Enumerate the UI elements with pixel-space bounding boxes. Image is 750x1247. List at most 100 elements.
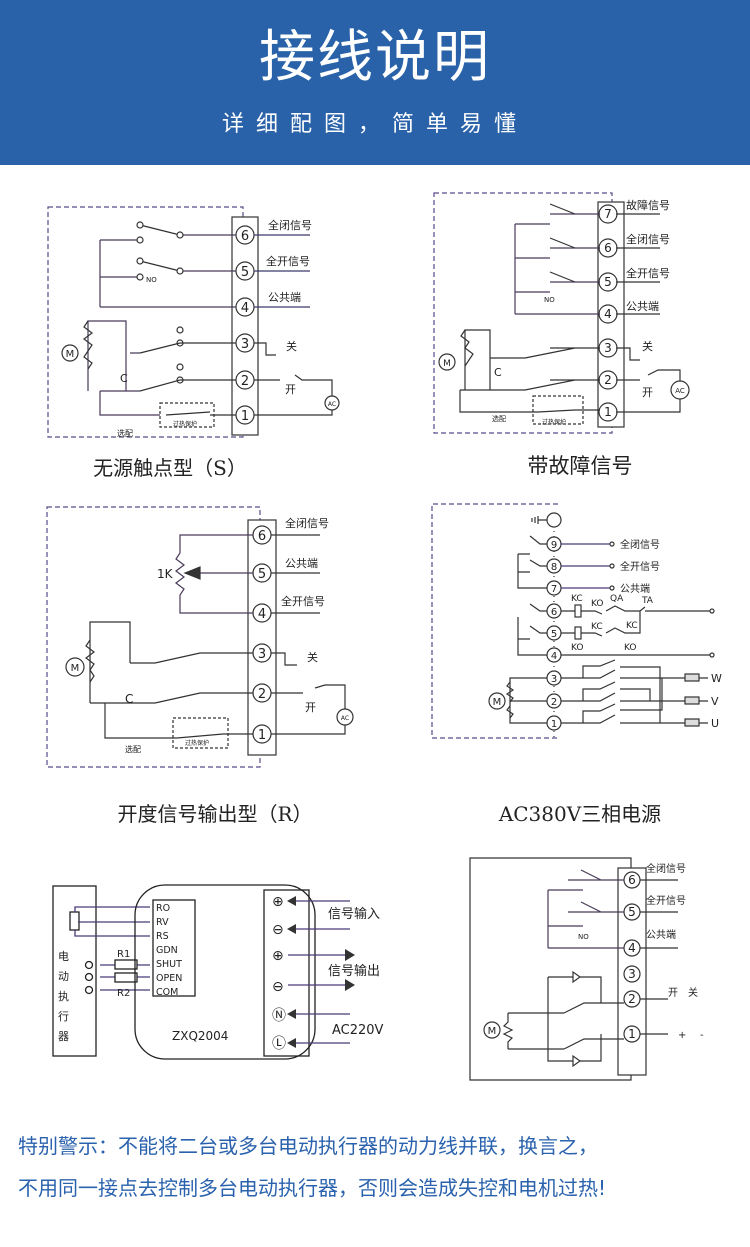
label-close: 关 bbox=[307, 650, 318, 664]
terminal-6: 6 bbox=[628, 873, 636, 887]
terminal-1: 1 bbox=[551, 719, 557, 730]
caption-position-output: 开度信号输出型（R） bbox=[117, 802, 313, 826]
capacitor-label: C bbox=[120, 372, 128, 385]
label-full-open: 全开信号 bbox=[266, 254, 310, 268]
terminal-6: 6 bbox=[241, 229, 249, 244]
warning-line-1: 特别警示：不能将二台或多台电动执行器的动力线并联，换言之， bbox=[18, 1134, 598, 1158]
page-title: 接线说明 bbox=[259, 25, 491, 90]
label-minus: - bbox=[700, 1030, 704, 1041]
terminal-4: 4 bbox=[628, 941, 636, 955]
motor-label: M bbox=[71, 663, 80, 674]
label-close: 关 bbox=[642, 339, 653, 353]
label-full-close: 全闭信号 bbox=[620, 538, 660, 551]
label-plus: + bbox=[678, 1030, 686, 1041]
terminal-3: 3 bbox=[628, 967, 636, 981]
label-no: NO bbox=[544, 296, 555, 304]
actuator-box bbox=[52, 885, 97, 1057]
overheat-label: 过热保护 bbox=[173, 420, 197, 428]
terminal-2: 2 bbox=[628, 992, 636, 1006]
motor-label: M bbox=[488, 1026, 497, 1037]
terminal-7: 7 bbox=[551, 584, 557, 595]
caption-fault-signal: 带故障信号 bbox=[527, 454, 633, 478]
terminal-1: 1 bbox=[258, 728, 266, 743]
terminal-l: Ⓛ bbox=[272, 1036, 286, 1052]
diagram-passive-contact: 6 5 4 3 2 1 M C 过热保护 选配 AC 全闭信号 全开信号 公共端… bbox=[47, 206, 340, 438]
ac-label: AC bbox=[341, 715, 349, 722]
terminal-2: 2 bbox=[604, 373, 612, 387]
terminal-5: 5 bbox=[551, 629, 557, 640]
warning-notice: 特别警示：不能将二台或多台电动执行器的动力线并联，换言之， 不用同一接点去控制多… bbox=[18, 1125, 748, 1209]
terminal-3: 3 bbox=[258, 647, 266, 662]
actuator-char-5: 器 bbox=[58, 1030, 69, 1043]
label-signal-in: 信号输入 bbox=[328, 906, 380, 922]
pin-rs: RS bbox=[156, 931, 169, 942]
terminal-1: 1 bbox=[628, 1027, 636, 1041]
pin-ro: RO bbox=[156, 903, 170, 914]
ac-label: AC bbox=[675, 387, 685, 395]
terminal-9: 9 bbox=[551, 540, 557, 551]
label-full-open: 全开信号 bbox=[646, 894, 686, 907]
terminal-signal-out-plus: ⊕ bbox=[272, 948, 284, 964]
overheat-label: 过热保护 bbox=[185, 739, 209, 747]
label-no: NO bbox=[146, 276, 157, 284]
label-qa: QA bbox=[610, 594, 624, 604]
label-signal-out: 信号输出 bbox=[328, 963, 380, 979]
motor-label: M bbox=[443, 359, 451, 369]
label-common: 公共端 bbox=[268, 291, 301, 304]
pin-rv: RV bbox=[156, 917, 169, 928]
caption-three-phase: AC380V三相电源 bbox=[498, 802, 662, 826]
terminal-2: 2 bbox=[241, 374, 249, 389]
optional-label: 选配 bbox=[492, 414, 506, 423]
label-open: 开 bbox=[642, 386, 653, 399]
label-r1: R1 bbox=[117, 949, 130, 960]
enclosure-border bbox=[47, 206, 244, 438]
label-kc-1: KC bbox=[571, 594, 583, 604]
label-ac220v: AC220V bbox=[332, 1023, 384, 1038]
pin-open: OPEN bbox=[156, 973, 182, 984]
page-subtitle: 详细配图，简单易懂 bbox=[221, 112, 528, 137]
label-full-open: 全开信号 bbox=[626, 266, 670, 280]
overheat-label: 过热保护 bbox=[542, 418, 566, 426]
terminal-5: 5 bbox=[258, 567, 266, 582]
label-kc-2: KC bbox=[591, 622, 603, 632]
actuator-char-2: 动 bbox=[58, 970, 69, 983]
label-full-close: 全闭信号 bbox=[646, 862, 686, 875]
label-kc-3: KC bbox=[626, 621, 638, 631]
label-ko-1: KO bbox=[591, 599, 604, 609]
controller-body bbox=[134, 884, 316, 1060]
pin-com: COM bbox=[156, 987, 178, 998]
terminal-5: 5 bbox=[604, 275, 612, 289]
terminal-4: 4 bbox=[258, 607, 266, 622]
label-close: 关 bbox=[286, 339, 297, 353]
terminal-3: 3 bbox=[604, 341, 612, 355]
terminal-strip bbox=[231, 216, 259, 436]
diagram-position-output: 6 5 4 3 2 1 1K M C 过热保护 选配 AC 全闭信号 公共端 全… bbox=[46, 506, 354, 768]
terminal-7: 7 bbox=[604, 207, 612, 221]
label-r2: R2 bbox=[117, 988, 130, 999]
controller-model: ZXQ2004 bbox=[172, 1029, 228, 1043]
terminal-n: Ⓝ bbox=[272, 1008, 286, 1024]
terminal-6: 6 bbox=[604, 241, 612, 255]
motor-label: M bbox=[66, 349, 75, 360]
terminal-2: 2 bbox=[551, 697, 557, 708]
diagram-three-phase: 9 8 7 6 5 4 3 2 1 KC KO QA TA KC KC KO K… bbox=[431, 503, 722, 739]
label-full-open: 全开信号 bbox=[620, 560, 660, 573]
actuator-char-4: 行 bbox=[58, 1010, 69, 1023]
label-common: 公共端 bbox=[620, 582, 650, 595]
motor-label: M bbox=[493, 697, 502, 708]
terminal-5: 5 bbox=[241, 265, 249, 280]
label-open-close: 开 关 bbox=[668, 986, 698, 999]
label-ko-2: KO bbox=[571, 643, 584, 653]
diagram-fault-signal: 7 6 5 4 3 2 1 M C 过热保护 选配 AC 故障信号 全闭信号 全… bbox=[433, 192, 690, 434]
label-common: 公共端 bbox=[646, 928, 676, 941]
terminal-5: 5 bbox=[628, 905, 636, 919]
terminal-6: 6 bbox=[551, 607, 557, 618]
label-ta: TA bbox=[641, 596, 654, 606]
label-1k: 1K bbox=[157, 567, 174, 581]
optional-label: 选配 bbox=[117, 428, 133, 438]
capacitor-label: C bbox=[125, 692, 133, 706]
label-common: 公共端 bbox=[285, 557, 318, 570]
optional-label: 选配 bbox=[125, 744, 141, 754]
label-w: W bbox=[711, 672, 722, 685]
caption-passive-contact: 无源触点型（S） bbox=[93, 456, 247, 480]
